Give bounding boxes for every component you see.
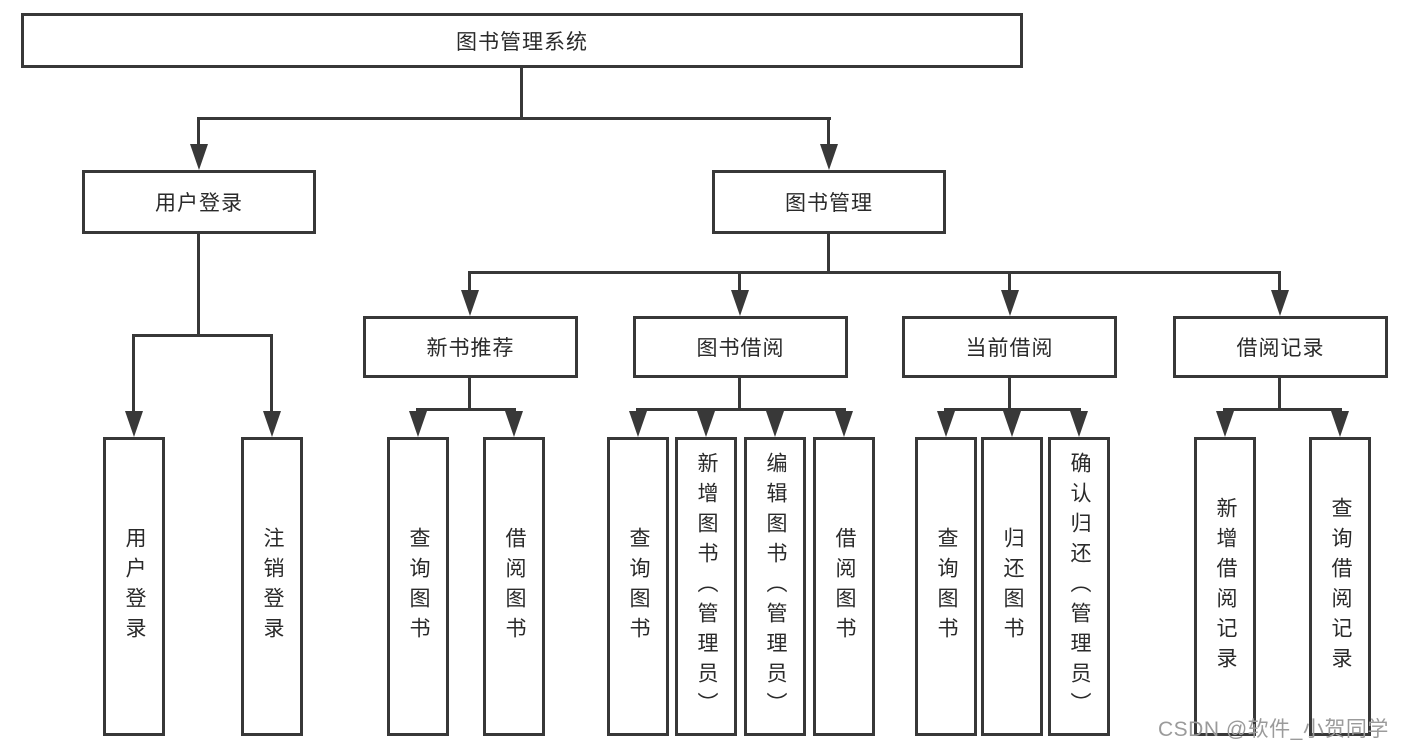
watermark: CSDN @软件_小贺同学 [1158,718,1389,741]
connector-line [197,117,200,146]
leaf-add-books-admin: 新增图书（管理员） [675,437,737,736]
leaf-query-borrow-record: 查询借阅记录 [1309,437,1371,736]
leaf-borrow-books-recommend: 借阅图书 [483,437,545,736]
connector-line [1223,408,1342,411]
connector-line [197,117,831,120]
node-current-borrowing: 当前借阅 [902,316,1117,378]
leaf-query-books-borrowing: 查询图书 [607,437,669,736]
leaf-edit-books-admin: 编辑图书（管理员） [744,437,806,736]
connector-line [416,408,516,411]
arrow-down-icon [835,411,853,437]
arrow-down-icon [731,290,749,316]
node-library-management-system: 图书管理系统 [21,13,1023,68]
arrow-down-icon [629,411,647,437]
arrow-down-icon [820,144,838,170]
connector-line [1008,377,1011,411]
leaf-user-login: 用户登录 [103,437,165,736]
arrow-down-icon [190,144,208,170]
connector-line [468,271,1281,274]
leaf-query-books-recommend: 查询图书 [387,437,449,736]
connector-line [520,68,523,120]
leaf-logout: 注销登录 [241,437,303,736]
connector-line [1008,271,1011,292]
leaf-confirm-return-admin: 确认归还（管理员） [1048,437,1110,736]
arrow-down-icon [461,290,479,316]
connector-line [827,117,830,146]
leaf-query-books-current: 查询图书 [915,437,977,736]
node-borrowing-records: 借阅记录 [1173,316,1388,378]
arrow-down-icon [1001,290,1019,316]
node-book-management: 图书管理 [712,170,946,234]
arrow-down-icon [697,411,715,437]
arrow-down-icon [766,411,784,437]
connector-line [827,234,830,274]
leaf-add-borrow-record: 新增借阅记录 [1194,437,1256,736]
connector-line [636,408,846,411]
connector-line [1278,377,1281,411]
connector-line [944,408,1081,411]
connector-line [468,377,471,411]
node-new-book-recommend: 新书推荐 [363,316,578,378]
connector-line [270,334,273,412]
arrow-down-icon [505,411,523,437]
connector-line [132,334,135,412]
arrow-down-icon [125,411,143,437]
connector-line [738,271,741,292]
node-user-login: 用户登录 [82,170,316,234]
leaf-return-books: 归还图书 [981,437,1043,736]
arrow-down-icon [937,411,955,437]
arrow-down-icon [1003,411,1021,437]
arrow-down-icon [1271,290,1289,316]
arrow-down-icon [1331,411,1349,437]
connector-line [132,334,273,337]
connector-line [468,271,471,292]
arrow-down-icon [263,411,281,437]
leaf-borrow-books: 借阅图书 [813,437,875,736]
connector-line [1278,271,1281,292]
arrow-down-icon [1070,411,1088,437]
node-book-borrowing: 图书借阅 [633,316,848,378]
arrow-down-icon [1216,411,1234,437]
arrow-down-icon [409,411,427,437]
connector-line [197,234,200,337]
connector-line [738,377,741,411]
